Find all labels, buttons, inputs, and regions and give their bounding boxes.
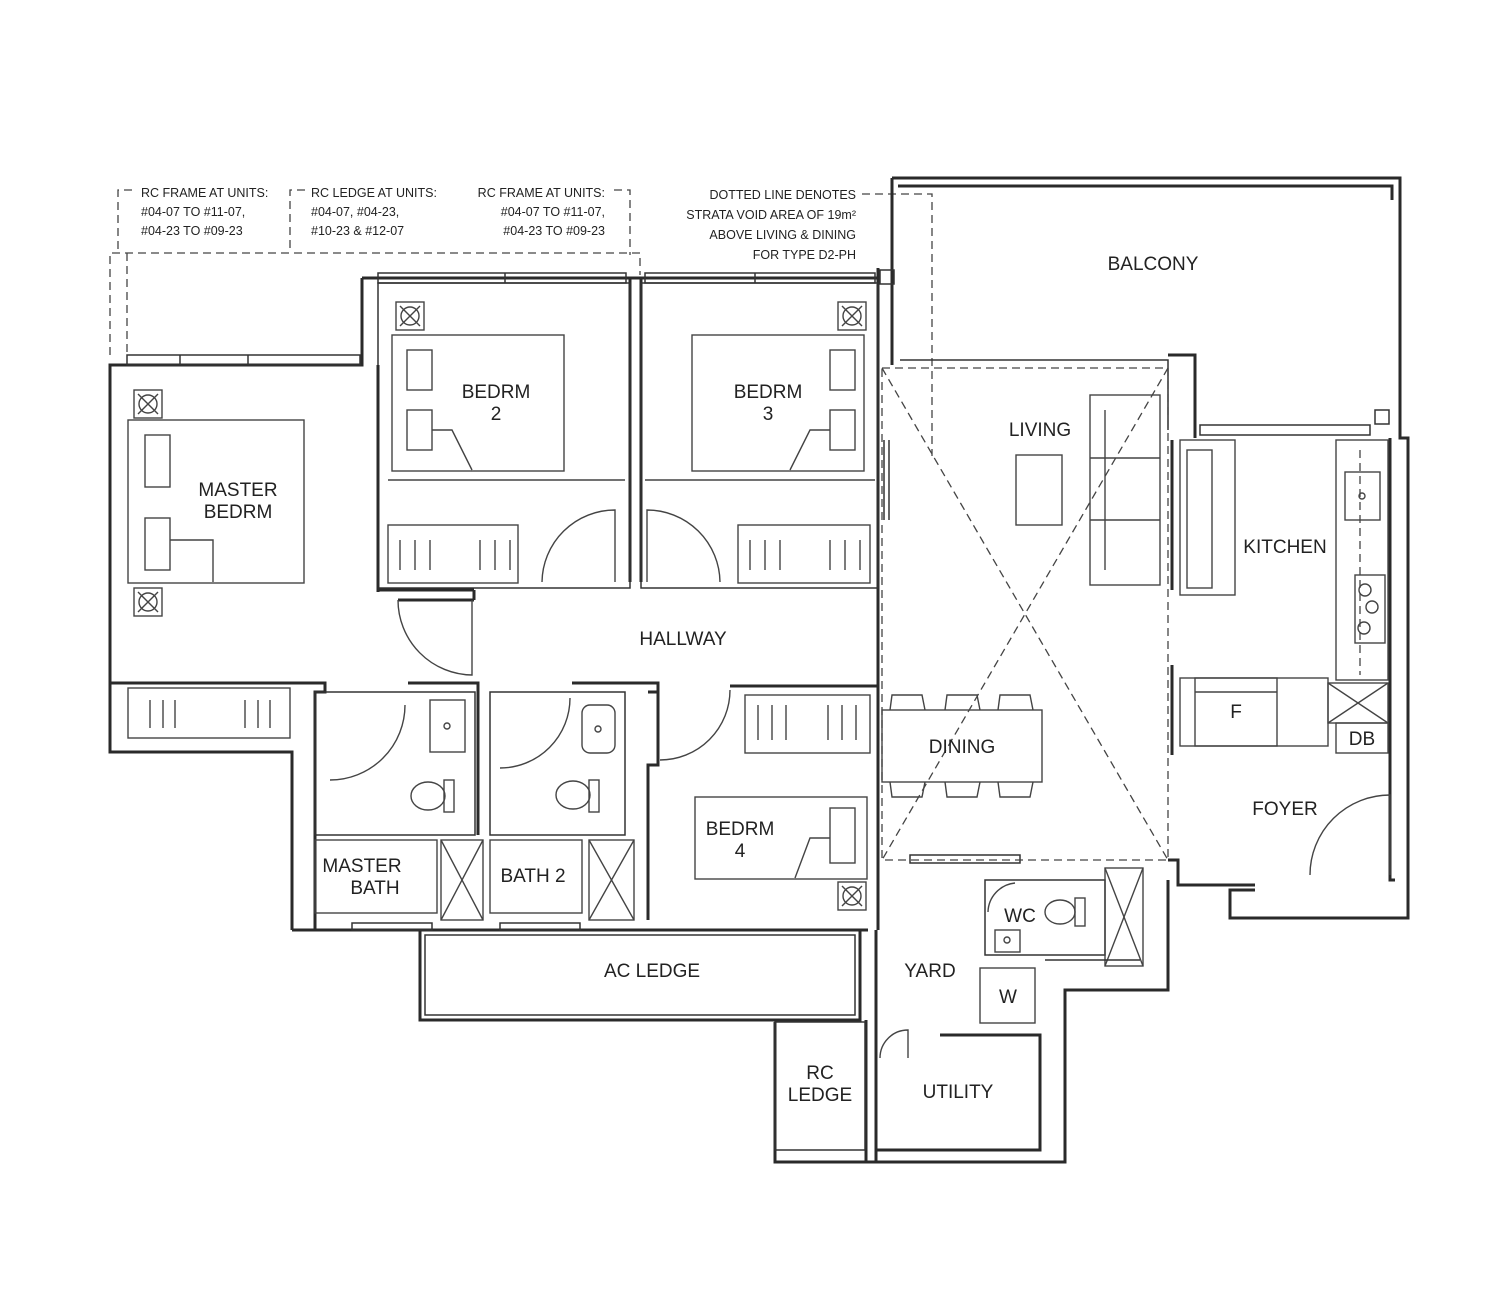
label-db: DB (1349, 729, 1375, 750)
bed (127, 419, 305, 584)
shower (1104, 867, 1144, 967)
kitchen-counter (1335, 439, 1389, 681)
db-box (1335, 722, 1389, 754)
svg-text:#04-07 TO #11-07,: #04-07 TO #11-07, (501, 205, 605, 219)
toilet (1044, 899, 1076, 925)
wardrobe (387, 524, 519, 584)
note-rc-frame-left: RC FRAME AT UNITS: #04-07 TO #11-07, #04… (117, 186, 268, 250)
toilet (410, 781, 446, 811)
label-rc-ledge-2: LEDGE (788, 1085, 852, 1106)
basin (994, 929, 1021, 953)
bath-2: BATH 2 (489, 681, 660, 921)
svg-text:#04-07, #04-23,: #04-07, #04-23, (311, 205, 399, 219)
svg-text:STRATA VOID AREA OF 19m²: STRATA VOID AREA OF 19m² (686, 208, 856, 222)
bedroom-2: BEDRM 2 (377, 282, 631, 589)
label-yard: YARD (904, 961, 955, 982)
label-bedroom4-1: BEDRM (706, 819, 775, 840)
label-living: LIVING (1009, 420, 1071, 441)
label-kitchen: KITCHEN (1243, 537, 1326, 558)
washer (979, 967, 1036, 1024)
label-hallway: HALLWAY (639, 629, 727, 650)
label-rc-ledge-1: RC (806, 1063, 833, 1084)
wc: WC (984, 867, 1144, 967)
wardrobe (127, 687, 291, 739)
living-room: LIVING (883, 394, 1161, 586)
ac-ledge: AC LEDGE (424, 934, 856, 1016)
label-washer: W (999, 987, 1017, 1008)
yard: W YARD (904, 961, 1036, 1024)
svg-text:RC FRAME AT UNITS:: RC FRAME AT UNITS: (141, 186, 268, 200)
wardrobe (737, 524, 871, 584)
label-master-bath-2: BATH (350, 878, 399, 899)
label-wc: WC (1004, 906, 1036, 927)
label-bedroom2-2: 2 (491, 404, 502, 425)
label-utility: UTILITY (923, 1082, 994, 1103)
kitchen-room: F DB KITCHEN (1170, 439, 1389, 755)
label-balcony: BALCONY (1108, 254, 1199, 275)
shower (440, 839, 484, 921)
basin (429, 699, 466, 753)
svg-text:#04-23 TO #09-23: #04-23 TO #09-23 (503, 224, 605, 238)
hallway: HALLWAY (639, 629, 727, 650)
dining-area: DINING (881, 694, 1043, 798)
rc-frame-outline (109, 252, 641, 355)
label-fridge: F (1230, 702, 1242, 723)
note-strata-void: DOTTED LINE DENOTES STRATA VOID AREA OF … (686, 188, 933, 456)
label-ac-ledge: AC LEDGE (604, 961, 700, 982)
shower (588, 839, 635, 921)
master-bedroom: MASTER BEDRM (127, 365, 476, 739)
note-rc-frame-right: RC FRAME AT UNITS: #04-07 TO #11-07, #04… (478, 186, 631, 255)
wardrobe (744, 694, 871, 754)
utility: UTILITY (879, 1029, 994, 1103)
svg-text:DOTTED LINE DENOTES: DOTTED LINE DENOTES (709, 188, 856, 202)
label-master-bedroom-1: MASTER (198, 480, 277, 501)
sink (1344, 471, 1381, 521)
rc-ledge: RC LEDGE (774, 1021, 866, 1151)
fridge (1194, 677, 1278, 747)
svg-text:ABOVE LIVING & DINING: ABOVE LIVING & DINING (709, 228, 856, 242)
label-bedroom3-2: 3 (763, 404, 774, 425)
bed (691, 334, 865, 472)
svg-text:RC FRAME AT UNITS:: RC FRAME AT UNITS: (478, 186, 605, 200)
bed (391, 334, 565, 472)
basin (581, 704, 616, 754)
bedroom-4: BEDRM 4 (646, 684, 878, 920)
coffee-table (1015, 454, 1063, 526)
label-bedroom4-2: 4 (735, 841, 746, 862)
stove (1354, 574, 1386, 644)
label-bath-2: BATH 2 (500, 866, 565, 887)
svg-text:RC LEDGE AT UNITS:: RC LEDGE AT UNITS: (311, 186, 437, 200)
dining-table (881, 709, 1043, 783)
label-bedroom3-1: BEDRM (734, 382, 803, 403)
note-rc-ledge: RC LEDGE AT UNITS: #04-07, #04-23, #10-2… (289, 186, 437, 250)
strata-void-area (881, 367, 1169, 861)
label-dining: DINING (929, 737, 996, 758)
svg-text:FOR TYPE D2-PH: FOR TYPE D2-PH (753, 248, 856, 262)
svg-text:#10-23 & #12-07: #10-23 & #12-07 (311, 224, 404, 238)
foyer: FOYER (1252, 794, 1391, 876)
balcony-room: BALCONY (879, 254, 1390, 438)
svg-text:#04-23 TO #09-23: #04-23 TO #09-23 (141, 224, 243, 238)
toilet (555, 780, 591, 810)
master-bath: MASTER BATH (110, 681, 484, 930)
label-master-bedroom-2: BEDRM (204, 502, 273, 523)
bedroom-3: BEDRM 3 (640, 282, 879, 589)
label-bedroom2-1: BEDRM (462, 382, 531, 403)
kitchen-cabinet (1179, 439, 1236, 596)
label-foyer: FOYER (1252, 799, 1317, 820)
label-master-bath-1: MASTER (322, 856, 401, 877)
bed (694, 796, 868, 880)
sofa (1089, 394, 1161, 586)
svg-text:#04-07 TO #11-07,: #04-07 TO #11-07, (141, 205, 245, 219)
